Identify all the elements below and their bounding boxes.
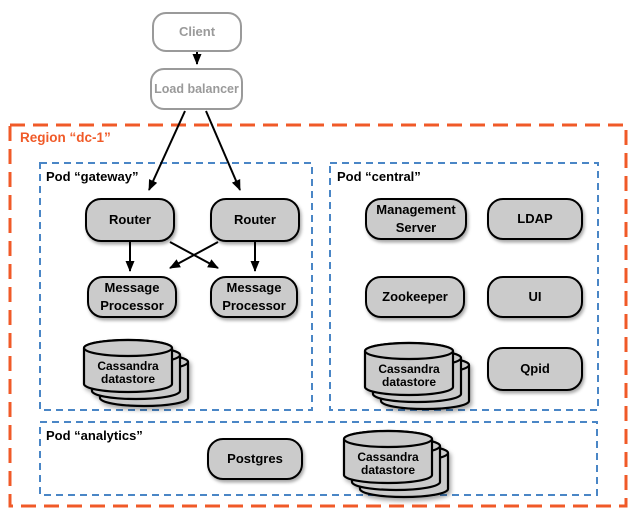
- postgres-node: Postgres: [207, 438, 303, 480]
- zookeeper-label: Zookeeper: [382, 289, 448, 305]
- client-node: Client: [152, 12, 242, 52]
- cassandra-analytics-label-line2: datastore: [361, 463, 415, 477]
- pod-central-boundary: [329, 162, 599, 411]
- cassandra-analytics-label-line1: Cassandra: [357, 450, 419, 464]
- zookeeper-node: Zookeeper: [365, 276, 465, 318]
- cassandra-datastore-gateway-stack: Cassandra datastore: [82, 338, 190, 408]
- cassandra-datastore-central-stack: Cassandra datastore: [363, 341, 471, 411]
- ui-label: UI: [528, 289, 542, 305]
- arrow-router2-to-mp1: [169, 241, 219, 269]
- mgmt-label-line1: Management: [376, 202, 456, 218]
- mp2-label-line2: Processor: [222, 298, 286, 313]
- mgmt-label-line2: Server: [395, 220, 437, 235]
- pod-gateway-label: Pod “gateway”: [46, 169, 139, 184]
- cassandra-central-label-line2: datastore: [382, 375, 436, 389]
- pod-central-label: Pod “central”: [337, 169, 421, 184]
- ui-node: UI: [487, 276, 583, 318]
- cassandra-gateway-label-line2: datastore: [101, 372, 155, 386]
- mp1-label-line2: Processor: [100, 298, 164, 313]
- mp2-label-line1: Message: [226, 280, 282, 296]
- cylinder-front: [82, 338, 174, 394]
- arrow-loadbalancer-to-router2: [205, 110, 241, 191]
- postgres-label: Postgres: [227, 451, 283, 467]
- load-balancer-node: Load balancer: [150, 68, 243, 110]
- pod-gateway-boundary: [39, 162, 313, 411]
- cylinder-front: [342, 429, 434, 485]
- cassandra-gateway-label-line1: Cassandra: [97, 359, 159, 373]
- pod-analytics-label: Pod “analytics”: [46, 428, 143, 443]
- ldap-node: LDAP: [487, 198, 583, 240]
- load-balancer-label: Load balancer: [154, 81, 239, 96]
- pod-analytics-boundary: [39, 421, 598, 496]
- management-server-node: Management Server: [365, 198, 467, 240]
- ldap-label: LDAP: [517, 211, 553, 227]
- client-label: Client: [178, 24, 216, 40]
- router-2-node: Router: [210, 198, 300, 242]
- cassandra-central-label-line1: Cassandra: [378, 362, 440, 376]
- message-processor-2-node: Message Processor: [210, 276, 298, 318]
- router-1-node: Router: [85, 198, 175, 242]
- region-label: Region “dc-1”: [20, 130, 111, 145]
- router-1-label: Router: [109, 212, 151, 228]
- qpid-node: Qpid: [487, 347, 583, 391]
- router-2-label: Router: [234, 212, 276, 228]
- qpid-label: Qpid: [520, 361, 550, 377]
- region-boundary: [8, 123, 628, 508]
- cassandra-datastore-analytics-stack: Cassandra datastore: [342, 429, 450, 499]
- mp1-label-line1: Message: [104, 280, 160, 296]
- cylinder-front: [363, 341, 455, 397]
- arrow-loadbalancer-to-router1: [148, 110, 186, 191]
- message-processor-1-node: Message Processor: [87, 276, 177, 318]
